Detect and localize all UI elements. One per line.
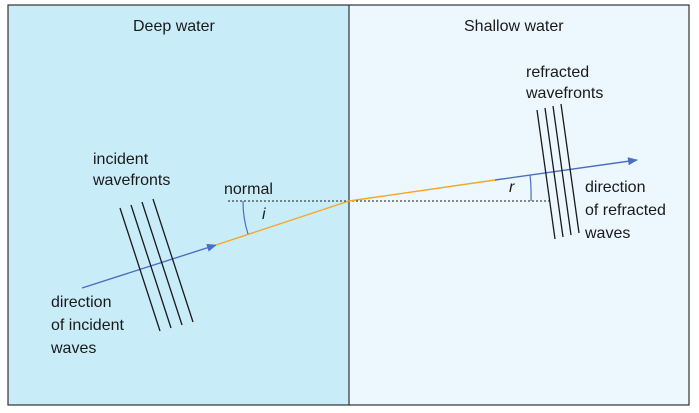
refracted-wavefronts-label-line-2: wavefronts xyxy=(526,85,604,102)
incident-wavefronts-label-line-2: wavefronts xyxy=(93,172,171,189)
refracted-wavefronts xyxy=(536,103,580,240)
refracted-wavefronts-label: refracted wavefronts xyxy=(526,62,603,104)
refracted-wavefront-1 xyxy=(536,109,556,240)
shallow-water-title: Shallow water xyxy=(464,18,564,35)
incident-ray-orange xyxy=(215,200,350,246)
angle-r-label: r xyxy=(509,179,515,196)
incident-wavefronts-label: incident wavefronts xyxy=(93,149,170,191)
angle-i-label: i xyxy=(262,206,266,223)
incident-direction-label-line-2: of incident xyxy=(51,317,124,334)
refracted-ray-orange xyxy=(348,179,496,202)
angle-i-arc xyxy=(242,200,249,235)
shallow-water-region xyxy=(349,5,689,405)
refracted-direction-label: direction of refracted waves xyxy=(585,176,666,245)
deep-water-title: Deep water xyxy=(133,18,215,35)
refracted-direction-label-line-3: waves xyxy=(585,225,631,242)
incident-ray-blue xyxy=(81,243,217,289)
incident-direction-label-line-1: direction xyxy=(51,294,112,311)
deep-water-region xyxy=(8,5,349,405)
refracted-wavefronts-label-line-1: refracted xyxy=(526,64,590,81)
incident-wavefronts-label-line-1: incident xyxy=(93,151,149,168)
refracted-wavefront-4 xyxy=(560,103,580,234)
refracted-wavefront-2 xyxy=(544,107,564,238)
angle-r-arc xyxy=(529,174,532,202)
incident-wavefronts xyxy=(119,198,194,332)
incident-wavefront-1 xyxy=(119,207,161,332)
incident-direction-label-line-3: waves xyxy=(51,340,97,357)
incident-wavefront-3 xyxy=(141,201,183,326)
incident-wavefront-2 xyxy=(130,204,172,329)
normal-label: normal xyxy=(224,181,273,198)
incident-wavefront-4 xyxy=(152,198,194,323)
refracted-ray-blue xyxy=(494,157,638,181)
incident-direction-label: direction of incident waves xyxy=(51,291,124,360)
refracted-direction-label-line-1: direction xyxy=(585,179,646,196)
refracted-wavefront-3 xyxy=(552,105,572,236)
refracted-direction-label-line-2: of refracted xyxy=(585,202,666,219)
